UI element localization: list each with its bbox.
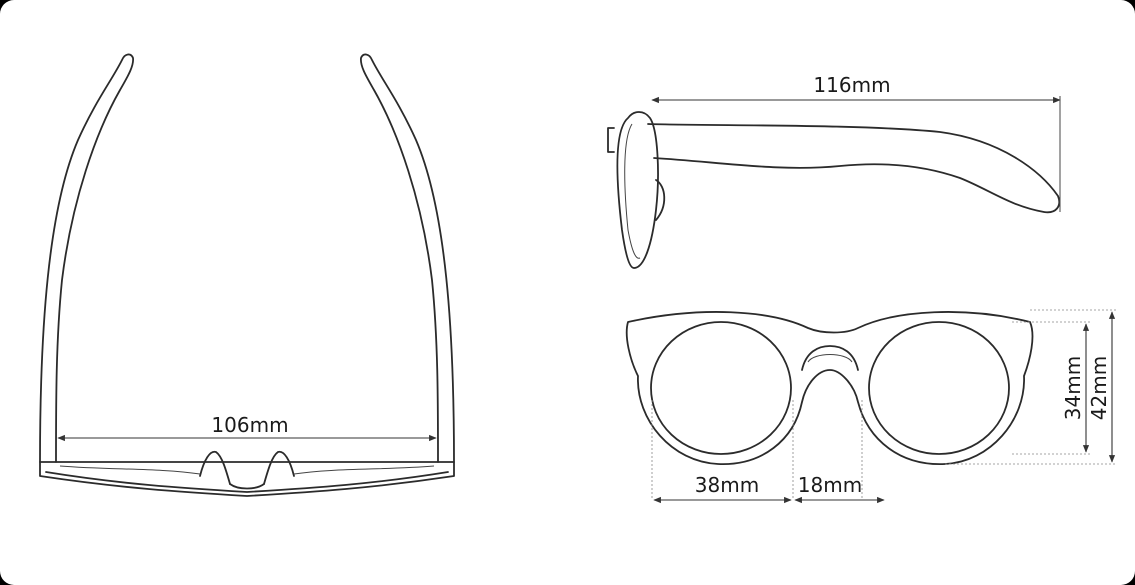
temple-length-label: 116mm bbox=[813, 73, 890, 97]
top-view-glasses bbox=[39, 53, 455, 497]
frame-height-label: 42mm bbox=[1087, 356, 1111, 420]
lens-width-label: 38mm bbox=[695, 473, 759, 497]
bridge-width-label: 18mm bbox=[798, 473, 862, 497]
front-width-label: 106mm bbox=[211, 413, 288, 437]
lens-height-label: 34mm bbox=[1061, 356, 1085, 420]
side-view-glasses bbox=[607, 111, 1061, 269]
left-lens bbox=[650, 321, 792, 455]
right-lens bbox=[868, 321, 1010, 455]
front-view-glasses bbox=[625, 311, 1034, 465]
